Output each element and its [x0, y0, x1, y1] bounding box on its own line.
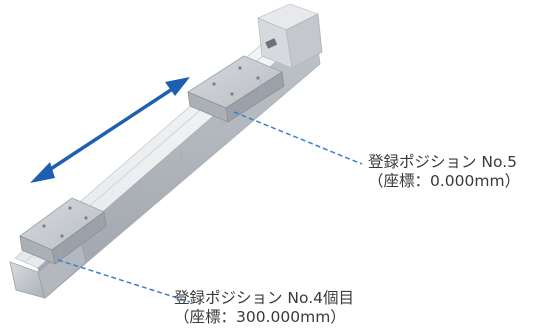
- slider-near-hole: [84, 216, 88, 220]
- slider-far-hole: [230, 92, 234, 96]
- position-a-title: 登録ポジション No.5: [368, 153, 518, 171]
- slider-far-hole: [212, 82, 216, 86]
- position-b-label: 登録ポジション No.4個目 （座標：300.000mm）: [174, 289, 354, 327]
- slider-far-hole: [238, 66, 242, 70]
- position-b-coordinate: （座標：300.000mm）: [174, 308, 346, 326]
- side-ribbing: [59, 78, 263, 263]
- leader-line-position-b: [57, 259, 191, 303]
- position-a-label: 登録ポジション No.5 （座標：0.000mm）: [368, 153, 520, 191]
- slider-near-hole: [68, 206, 72, 210]
- double-headed-arrow-icon: [30, 77, 190, 183]
- slider-near-hole: [60, 234, 64, 238]
- slider-far-front: [187, 91, 229, 123]
- slider-near-hole: [42, 224, 46, 228]
- position-b-title: 登録ポジション No.4個目: [174, 289, 355, 307]
- position-a-coordinate: （座標：0.000mm）: [368, 172, 521, 190]
- slider-far-hole: [256, 76, 260, 80]
- end-block-mark: [265, 38, 278, 49]
- leader-line-position-a: [233, 111, 363, 165]
- slider-near-front: [19, 235, 56, 265]
